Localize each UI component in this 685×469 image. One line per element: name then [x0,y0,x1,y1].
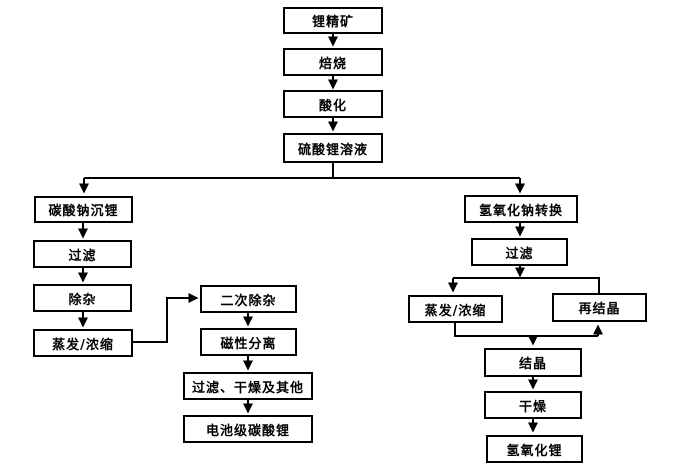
node-lithium-sulfate-solution: 硫酸锂溶液 [283,133,383,163]
line-recrystallization-return [453,277,600,293]
node-recrystallization: 再结晶 [552,293,647,322]
node-sodium-carbonate-precipitation: 碳酸钠沉锂 [34,196,133,223]
node-filtration-right: 过滤 [471,238,568,266]
node-sodium-hydroxide-conversion: 氢氧化钠转换 [464,195,578,223]
node-lithium-hydroxide: 氢氧化锂 [486,435,583,463]
node-roasting: 焙烧 [283,48,383,76]
node-magnetic-separation: 磁性分离 [200,328,297,356]
arrow-evaporation-to-secondary [133,293,199,343]
node-evaporation-concentration-left: 蒸发/浓缩 [33,329,133,357]
node-acidification: 酸化 [283,90,383,118]
node-battery-grade-lithium-carbonate: 电池级碳酸锂 [183,415,313,443]
node-crystallization: 结晶 [484,348,582,377]
node-evaporation-concentration-right: 蒸发/浓缩 [408,295,503,323]
node-secondary-impurity-removal: 二次除杂 [200,285,297,313]
line-evaporation-output [454,323,598,337]
node-filtration-drying-other: 过滤、干燥及其他 [183,372,313,400]
line-sulfate-split [84,163,520,179]
node-impurity-removal: 除杂 [33,284,132,312]
node-filtration-left: 过滤 [33,240,132,268]
node-drying: 干燥 [484,391,582,419]
node-lithium-concentrate: 锂精矿 [283,7,383,34]
